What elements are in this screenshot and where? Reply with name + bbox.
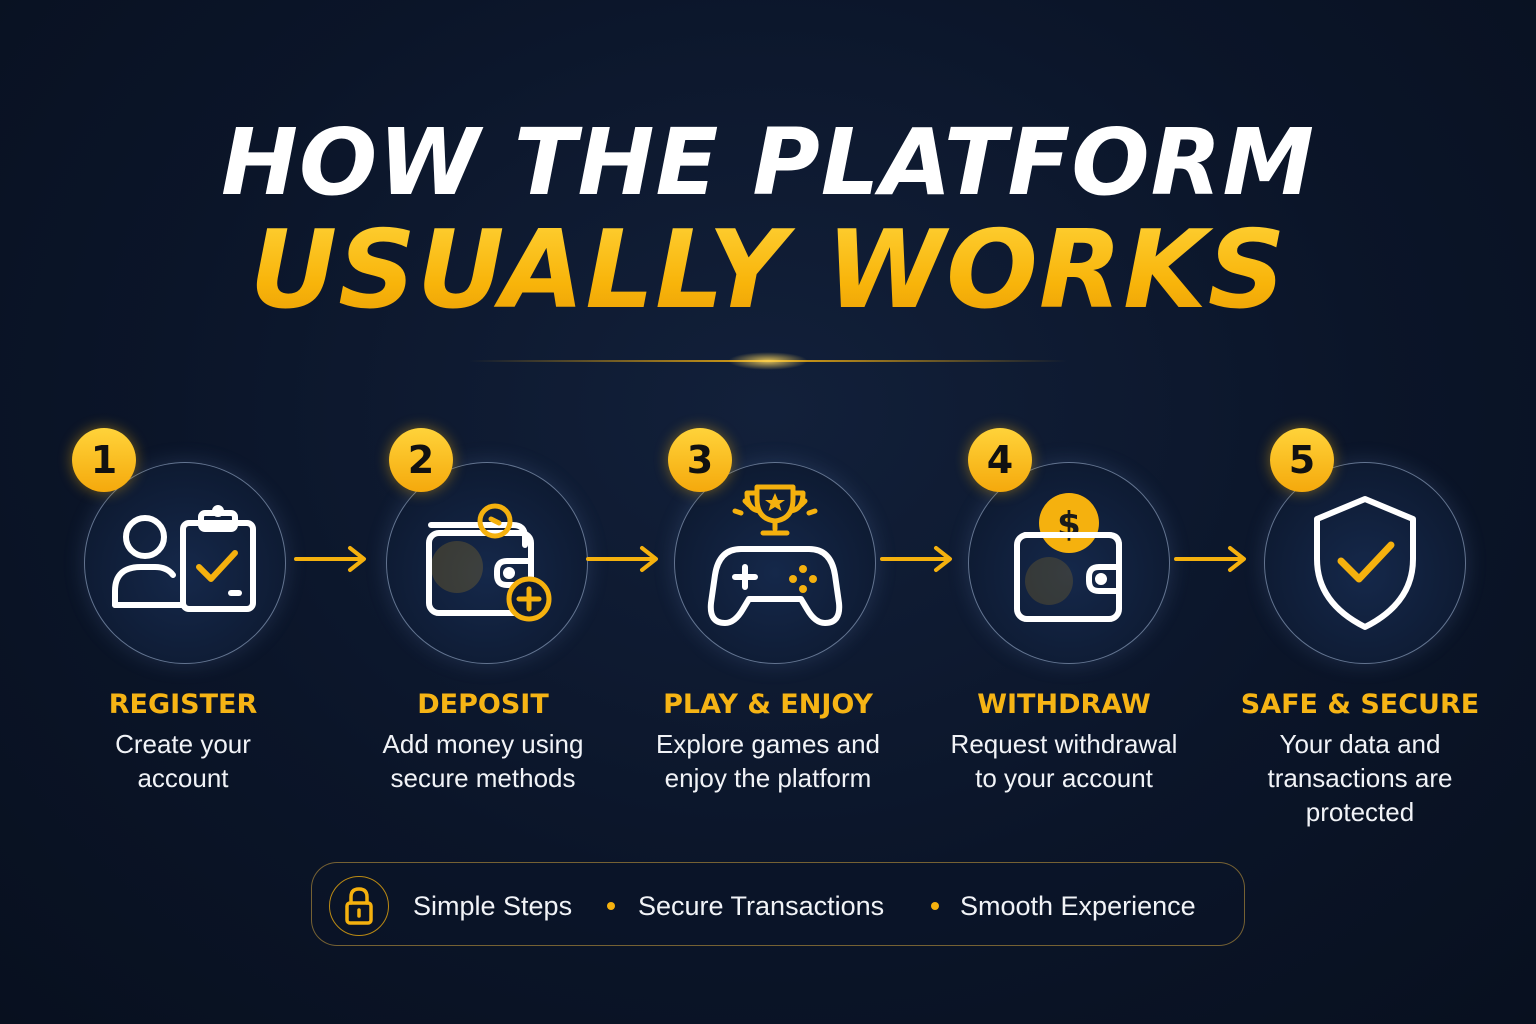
title-line-1: HOW THE PLATFORM [221, 109, 1315, 216]
title-line-2: USUALLY WORKS [0, 206, 1536, 336]
step-5-circle [1264, 462, 1466, 664]
step-1-title: REGISTER [108, 689, 258, 720]
step-2-desc-line-2: secure methods [390, 763, 576, 793]
step-4-desc-line-1: Request withdrawal [950, 729, 1178, 759]
step-4-badge: 4 [968, 428, 1032, 492]
step-1-circle [84, 462, 286, 664]
step-2-title: DEPOSIT [417, 689, 549, 720]
step-3-title: PLAY & ENJOY [663, 689, 873, 720]
footer-separator-dot-1 [607, 902, 615, 910]
arrow-1-2 [294, 546, 366, 572]
step-4-desc-line-2: to your account [975, 763, 1153, 793]
footer-item-simple-steps: Simple Steps [413, 891, 573, 921]
step-2-circle [386, 462, 588, 664]
arrow-2-3 [586, 546, 658, 572]
step-3-desc-line-2: enjoy the platform [664, 763, 872, 793]
step-5-desc-line-1: Your data and [1279, 729, 1441, 759]
step-1-badge: 1 [72, 428, 136, 492]
step-2-badge: 2 [389, 428, 453, 492]
step-5-badge: 5 [1270, 428, 1334, 492]
lock-icon-ring [329, 876, 389, 936]
svg-text:$: $ [1057, 505, 1081, 545]
step-4-circle: $ [968, 462, 1170, 664]
gamepad-trophy-icon [707, 484, 843, 626]
footer-features-bar [311, 862, 1245, 946]
lock-icon [345, 887, 373, 925]
step-3-desc-line-1: Explore games and [655, 729, 881, 759]
step-1-desc-line-2: account [137, 763, 229, 793]
user-clipboard-check-icon [112, 505, 256, 612]
footer-separator-dot-2 [931, 902, 939, 910]
step-5-desc-line-2: transactions are [1267, 763, 1453, 793]
title-divider-glow [728, 352, 808, 370]
arrow-3-4 [880, 546, 952, 572]
wallet-plus-icon [426, 503, 552, 622]
step-4-title: WITHDRAW [977, 689, 1151, 720]
step-3-badge: 3 [668, 428, 732, 492]
shield-check-icon [1314, 496, 1416, 630]
step-2-desc-line-1: Add money using [382, 729, 584, 759]
step-5-desc-line-3: protected [1305, 797, 1415, 827]
arrow-4-5 [1174, 546, 1246, 572]
step-1-desc-line-1: Create your [115, 729, 251, 759]
footer-item-secure-transactions: Secure Transactions [638, 891, 885, 921]
step-5-title: SAFE & SECURE [1240, 689, 1480, 720]
wallet-coin-icon: $ [1014, 493, 1122, 622]
step-3-circle [674, 462, 876, 664]
footer-item-smooth-experience: Smooth Experience [960, 891, 1196, 921]
